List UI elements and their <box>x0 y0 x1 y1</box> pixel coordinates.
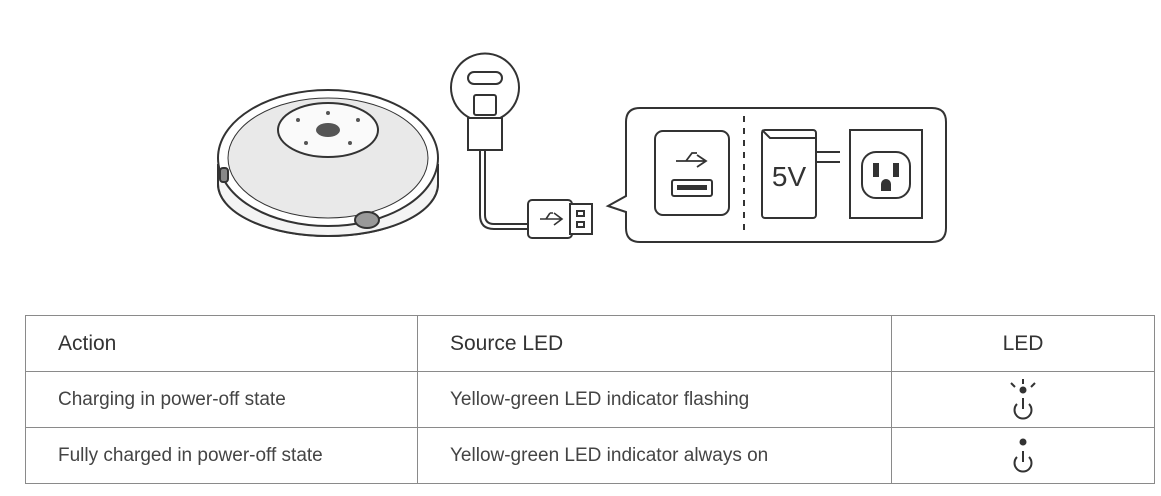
speakerphone-device <box>217 89 439 237</box>
cell-action: Fully charged in power-off state <box>25 427 418 484</box>
power-led-on-icon <box>1013 438 1033 472</box>
led-status-table-wrap: Action Source LED LED Charging in power-… <box>25 315 1155 484</box>
voltage-label: 5V <box>772 161 807 192</box>
cell-action: Charging in power-off state <box>25 371 418 428</box>
cell-source-led: Yellow-green LED indicator flashing <box>417 371 892 428</box>
charging-illustration: 5V <box>217 52 947 243</box>
power-led-flashing-icon <box>1010 378 1036 419</box>
usb-port-icon <box>654 130 730 216</box>
table-row: Charging in power-off state Yellow-green… <box>25 371 1155 428</box>
power-adapter <box>761 129 840 219</box>
usb-c-callout <box>450 52 520 151</box>
cell-led <box>891 371 1155 428</box>
table-row: Fully charged in power-off state Yellow-… <box>25 427 1155 484</box>
cell-source-led: Yellow-green LED indicator always on <box>417 427 892 484</box>
led-status-table: Action Source LED LED Charging in power-… <box>25 315 1155 484</box>
table-header-row: Action Source LED LED <box>25 315 1155 372</box>
cell-led <box>891 427 1155 484</box>
header-action: Action <box>25 315 418 372</box>
usb-a-plug <box>527 199 593 239</box>
usb-cable <box>484 150 528 225</box>
header-led: LED <box>891 315 1155 372</box>
header-source-led: Source LED <box>417 315 892 372</box>
wall-outlet <box>849 129 923 219</box>
